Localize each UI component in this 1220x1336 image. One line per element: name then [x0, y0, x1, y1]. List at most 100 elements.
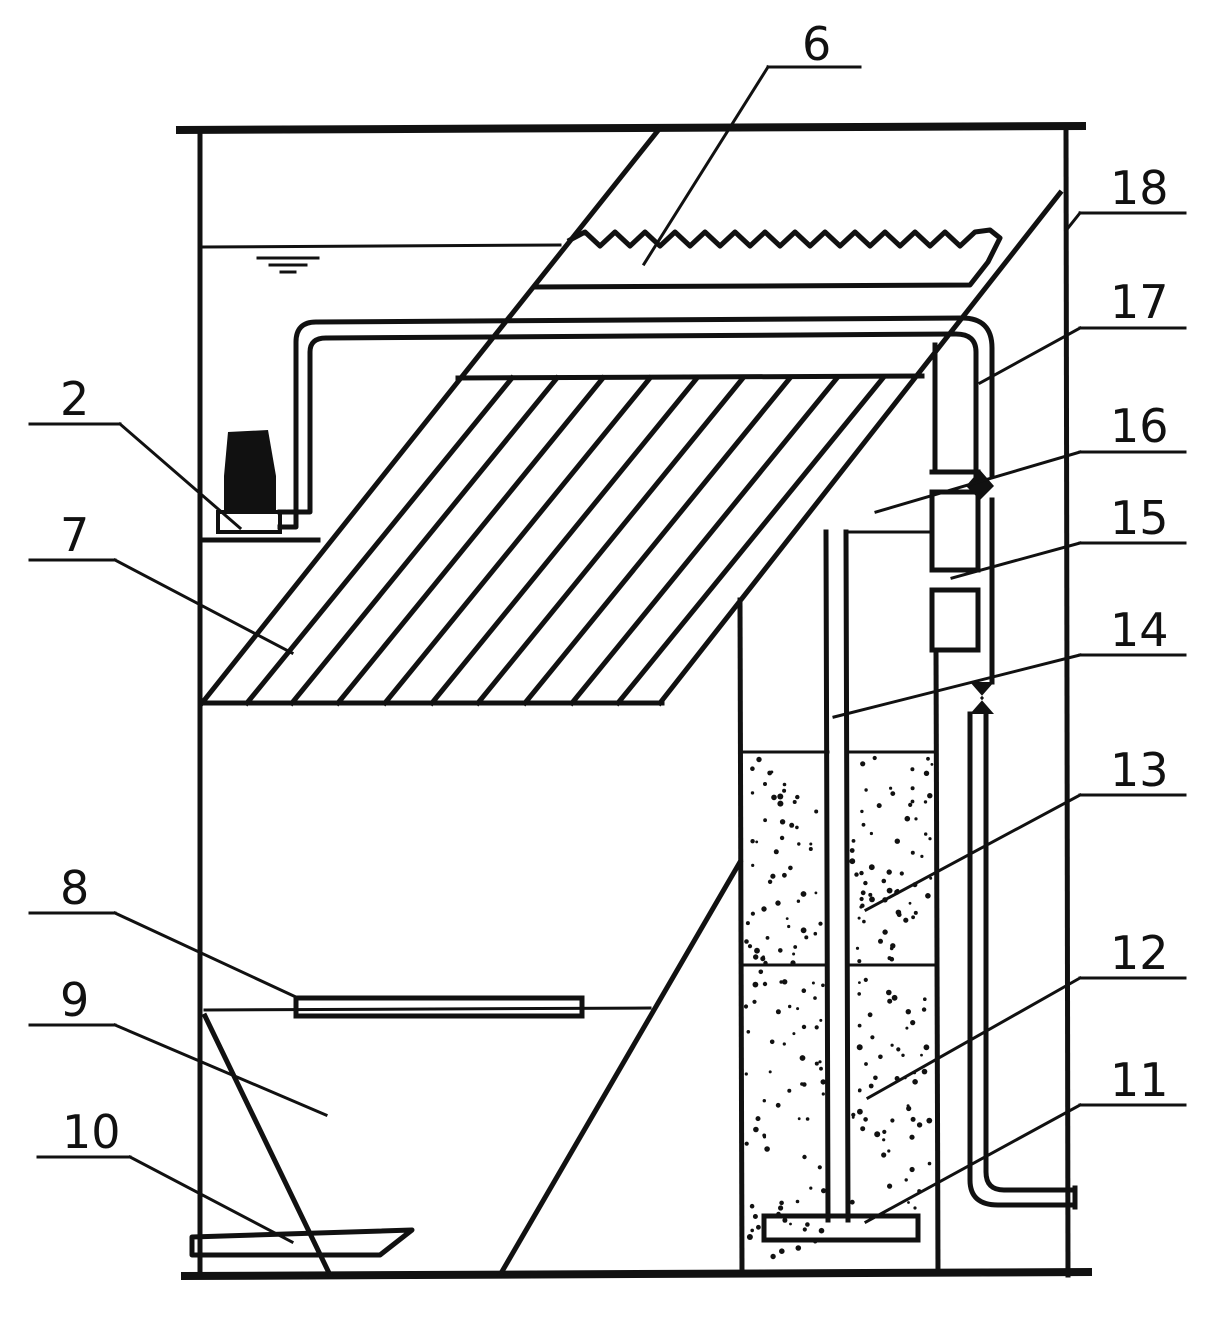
- media-grain: [860, 761, 866, 767]
- media-grain: [851, 1116, 855, 1119]
- pump-base: [216, 510, 282, 534]
- media-grain: [926, 756, 930, 761]
- media-grain: [789, 1222, 792, 1226]
- media-grain: [744, 1141, 749, 1146]
- media-grain: [914, 817, 918, 821]
- media-grain: [787, 924, 791, 929]
- leader-lines: [28, 64, 1187, 1245]
- trough-outline: [532, 227, 1003, 290]
- media-grain: [913, 1206, 917, 1210]
- collector-box-16: [929, 489, 981, 573]
- tank-bottom: [180, 1267, 1093, 1281]
- media-grain: [860, 903, 865, 908]
- hopper-top-line: [203, 1006, 652, 1012]
- media-grain: [814, 891, 818, 895]
- media-grain: [921, 1007, 927, 1012]
- media-grain: [782, 782, 787, 787]
- media-grain: [773, 849, 779, 855]
- media-grain: [887, 1183, 893, 1189]
- media-grain: [864, 788, 868, 792]
- media-grain: [818, 921, 823, 926]
- media-grain: [862, 919, 866, 924]
- valve-lower: [970, 682, 994, 714]
- media-grain: [797, 1117, 801, 1121]
- valve-upper: [966, 470, 994, 500]
- media-grain: [899, 871, 904, 876]
- media-grain: [905, 1009, 911, 1015]
- media-grain: [753, 954, 759, 960]
- media-grain: [778, 948, 783, 953]
- plate: [614, 374, 887, 707]
- media-grain: [755, 840, 759, 844]
- media-grain: [763, 818, 767, 823]
- pipe-inner: [277, 331, 979, 515]
- media-grain: [868, 864, 875, 871]
- media-grain: [861, 822, 866, 827]
- media-grain: [790, 960, 796, 966]
- media-grain: [904, 815, 911, 822]
- plate: [474, 374, 747, 707]
- media-grain: [857, 1023, 862, 1028]
- media-grain: [762, 1133, 767, 1138]
- frame-right-incline: [656, 189, 1064, 707]
- plate: [428, 374, 701, 707]
- collector-box-15: [929, 587, 981, 653]
- media-grain: [770, 1253, 776, 1260]
- media-grain: [819, 1018, 823, 1022]
- media-grain: [910, 1020, 916, 1026]
- distributor-11: [761, 1213, 921, 1243]
- media-grain: [802, 1154, 807, 1160]
- media-grain: [777, 800, 784, 807]
- column-wall-right: [933, 647, 941, 1275]
- label-2: 2: [60, 372, 89, 426]
- leader-18: [1065, 210, 1083, 231]
- outlet-pipe-outer: [983, 711, 1078, 1193]
- media-grain: [890, 1118, 895, 1123]
- media-grain: [779, 835, 785, 841]
- media-grain: [913, 910, 918, 915]
- media-grain: [859, 870, 864, 876]
- media-grain: [770, 873, 776, 879]
- media-grain: [916, 1122, 923, 1128]
- leader-15: [950, 541, 1082, 580]
- tank-right-wall: [1063, 127, 1071, 1278]
- filter-media-dots: [743, 755, 934, 1260]
- plate: [243, 374, 516, 707]
- media-grain: [775, 900, 781, 906]
- media-grain: [890, 1043, 894, 1047]
- plate: [521, 374, 794, 707]
- media-grain: [910, 767, 915, 772]
- media-grain: [908, 901, 912, 905]
- leader-12: [865, 975, 1083, 1101]
- hopper-right-slope: [496, 858, 744, 1279]
- media-grain: [814, 1061, 819, 1066]
- media-grain: [770, 770, 774, 774]
- media-grain: [750, 1228, 754, 1233]
- media-grain: [782, 788, 787, 793]
- media-grain: [901, 1053, 905, 1058]
- media-grain: [819, 1066, 823, 1071]
- media-grain: [782, 872, 787, 878]
- right-pipe-assembly: [929, 342, 1078, 1210]
- media-grain: [813, 996, 817, 1000]
- media-grain: [755, 1116, 761, 1122]
- media-grain: [926, 1117, 933, 1124]
- media-grain: [747, 944, 753, 949]
- pump: [197, 430, 321, 543]
- leader-14: [832, 653, 1082, 719]
- media-grain: [920, 1053, 923, 1057]
- media-grain: [930, 763, 934, 766]
- media-grain: [752, 981, 759, 988]
- media-grain: [907, 1201, 910, 1204]
- media-grain: [785, 917, 789, 920]
- media-grain: [782, 1217, 788, 1223]
- leader-10: [127, 1154, 295, 1245]
- media-grain: [767, 879, 773, 884]
- corrugated-trough: [532, 227, 1003, 290]
- media-grain: [874, 1131, 881, 1138]
- media-grain: [788, 1004, 792, 1009]
- media-grain: [754, 947, 760, 954]
- media-grain: [928, 837, 932, 841]
- media-grain: [799, 1055, 806, 1061]
- media-grain: [743, 1004, 749, 1009]
